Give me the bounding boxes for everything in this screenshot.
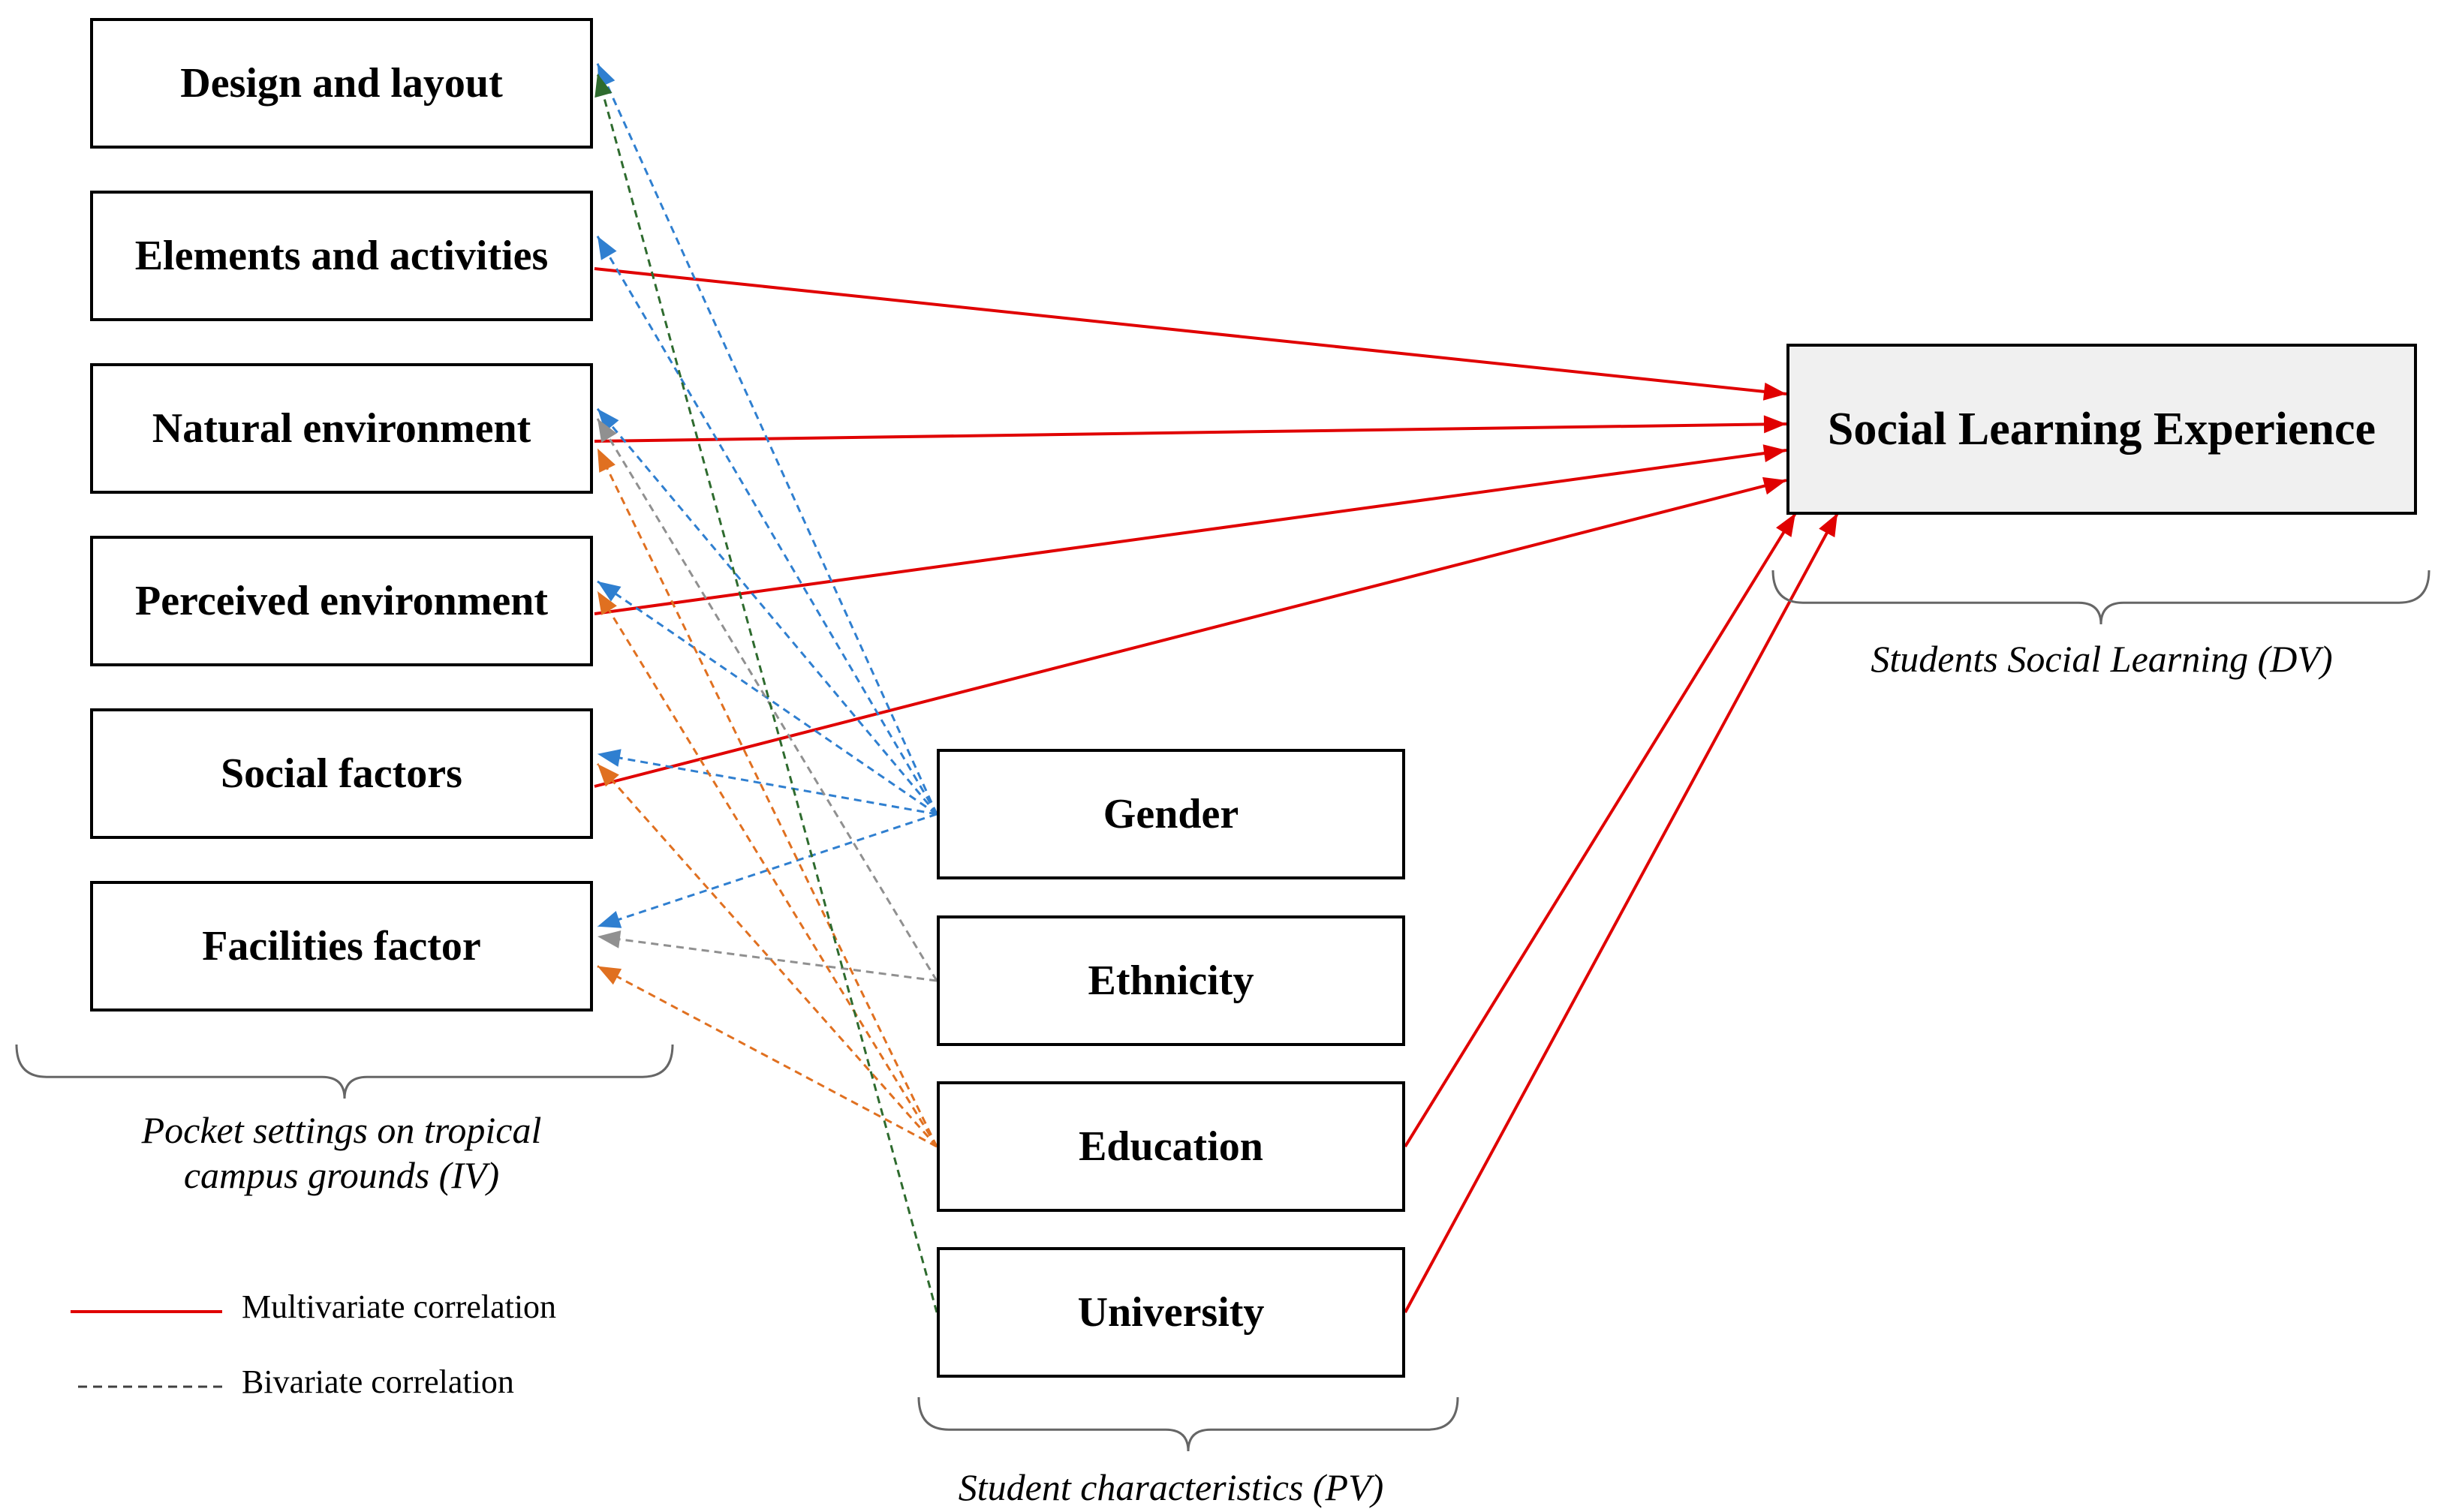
multivariate-arrowhead-university: [1819, 513, 1838, 538]
bivariate-arrowhead-education-to-perceived-environment: [597, 591, 617, 615]
legend-multivariate-label: Multivariate correlation: [242, 1288, 557, 1325]
iv-group-brace: [15, 1044, 674, 1099]
bivariate-link-gender-to-social-factors: [597, 753, 938, 816]
bivariate-arrowhead-education-to-natural-environment: [597, 448, 616, 473]
bivariate-arrowhead-gender-to-social-factors: [597, 749, 622, 767]
bivariate-link-university-to-design-and-layout: [596, 73, 938, 1313]
multivariate-link-natural-environment: [594, 422, 1787, 443]
bivariate-arrowhead-gender-to-facilities-factor: [597, 910, 622, 928]
bivariate-arrowhead-gender-to-natural-environment: [597, 408, 619, 432]
bivariate-arrowhead-ethnicity-to-natural-environment: [597, 419, 617, 443]
multivariate-link-perceived-environment: [594, 449, 1787, 615]
iv-box-facilities-factor: Facilities factor: [90, 881, 593, 1012]
pv-box-education: Education: [937, 1081, 1405, 1212]
iv-box-perceived-environment: Perceived environment: [90, 536, 593, 666]
bivariate-link-gender-to-perceived-environment: [597, 580, 938, 816]
multivariate-arrowhead-natural-environment: [1763, 415, 1786, 434]
bivariate-arrowhead-education-to-facilities-factor: [597, 966, 622, 985]
bivariate-arrowhead-education-to-social-factors: [597, 764, 619, 787]
multivariate-arrowhead-elements-and-activities: [1762, 382, 1786, 401]
bivariate-link-gender-to-natural-environment: [596, 407, 938, 815]
multivariate-link-social-factors: [594, 479, 1787, 788]
bivariate-arrowhead-university-to-design-and-layout: [594, 74, 613, 98]
dv-box-social-learning-experience: Social Learning Experience: [1786, 344, 2417, 515]
bivariate-link-education-to-perceived-environment: [596, 591, 938, 1147]
bivariate-link-education-to-natural-environment: [596, 447, 938, 1147]
bivariate-link-ethnicity-to-natural-environment: [596, 418, 938, 981]
pv-box-gender: Gender: [937, 749, 1405, 879]
iv-caption: Pocket settings on tropical campus groun…: [141, 1109, 542, 1196]
pv-box-ethnicity: Ethnicity: [937, 915, 1405, 1046]
dv-caption: Students Social Learning (DV): [1871, 638, 2333, 680]
bivariate-link-ethnicity-to-facilities-factor: [597, 935, 938, 982]
multivariate-arrowhead-perceived-environment: [1762, 444, 1786, 462]
iv-box-natural-environment: Natural environment: [90, 363, 593, 494]
pv-box-university: University: [937, 1247, 1405, 1378]
bivariate-arrowhead-ethnicity-to-facilities-factor: [597, 930, 622, 948]
iv-box-social-factors: Social factors: [90, 708, 593, 839]
multivariate-link-university: [1404, 513, 1839, 1313]
bivariate-arrowhead-gender-to-elements-and-activities: [597, 236, 617, 260]
bivariate-link-education-to-social-factors: [596, 763, 938, 1147]
multivariate-link-elements-and-activities: [594, 267, 1787, 395]
dv-group-brace: [1771, 570, 2430, 625]
bivariate-arrowhead-gender-to-perceived-environment: [597, 581, 622, 602]
iv-box-elements-and-activities: Elements and activities: [90, 191, 593, 321]
bivariate-link-gender-to-design-and-layout: [596, 63, 938, 815]
bivariate-link-education-to-facilities-factor: [597, 965, 938, 1148]
iv-box-design-and-layout: Design and layout: [90, 18, 593, 149]
multivariate-link-education: [1404, 512, 1797, 1148]
pv-group-brace: [917, 1396, 1459, 1452]
legend-bivariate-label: Bivariate correlation: [242, 1363, 514, 1400]
multivariate-arrowhead-education: [1776, 513, 1795, 537]
multivariate-arrowhead-social-factors: [1762, 476, 1786, 495]
pv-caption: Student characteristics (PV): [958, 1466, 1384, 1508]
bivariate-link-gender-to-elements-and-activities: [596, 236, 938, 815]
